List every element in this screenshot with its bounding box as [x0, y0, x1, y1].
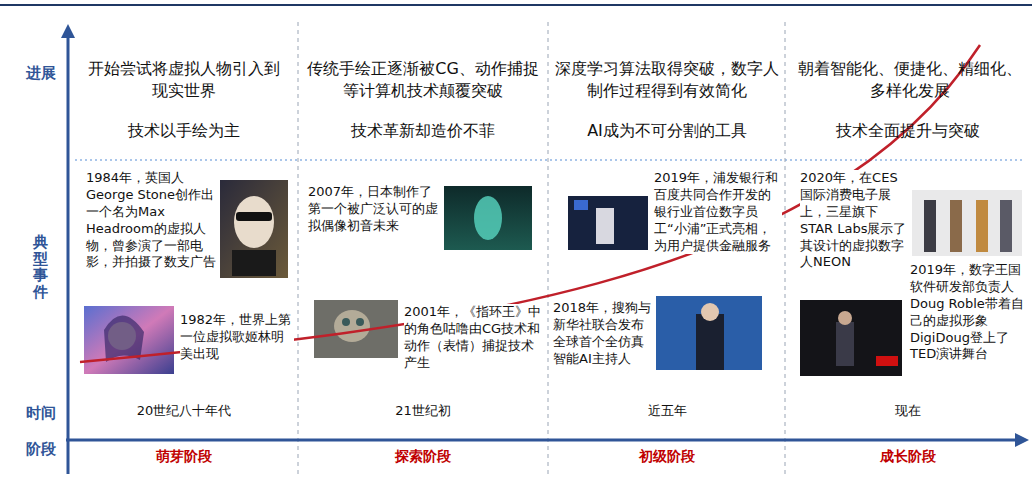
photo: [696, 314, 724, 370]
column-separator: [298, 22, 299, 476]
period-label: 现在: [789, 402, 1027, 420]
axis-label: 时间: [26, 404, 56, 423]
photo: [836, 322, 854, 366]
x-axis: [66, 439, 1016, 442]
period-label: 近五年: [550, 402, 784, 420]
stage-subheading: 技术革新却造价不菲: [300, 120, 546, 142]
timeline-stage-band: 朝着智能化、便捷化、精细化、多样化发展技术全面提升与突破 2020年，在CES国际…: [785, 0, 1032, 479]
stage-name: 成长阶段: [789, 447, 1027, 466]
photo: [912, 190, 1022, 256]
photo: [232, 250, 276, 276]
axis-label: 进展: [26, 64, 56, 83]
photo: [1000, 200, 1012, 252]
event-note: 2020年，在CES国际消费电子展上，三星旗下STAR Labs展示了其设计的虚…: [800, 170, 908, 271]
event-note: 2018年，搜狗与新华社联合发布全球首个全仿真智能AI主持人: [553, 300, 653, 368]
axis-arrowhead: [1015, 433, 1029, 447]
axis-arrowhead: [61, 24, 75, 38]
period-label: 20世纪八十年代: [72, 402, 296, 420]
photo: [342, 318, 350, 326]
stage-name: 初级阶段: [550, 447, 784, 466]
photo: [234, 196, 274, 248]
stage-heading: 传统手绘正逐渐被CG、动作捕捉等计算机技术颠覆突破: [302, 58, 544, 101]
stage-name: 探索阶段: [300, 447, 546, 466]
photo: [976, 200, 988, 252]
stage-heading: 深度学习算法取得突破，数字人制作过程得到有效简化: [552, 58, 782, 101]
y-axis: [67, 36, 70, 474]
period-label: 21世纪初: [300, 402, 546, 420]
photo: [314, 300, 398, 358]
axis-label: 阶段: [26, 440, 56, 459]
photo: [876, 356, 898, 366]
photo: [334, 310, 370, 342]
photo: [84, 306, 174, 374]
photo: [574, 200, 588, 210]
stage-subheading: AI成为不可分割的工具: [550, 120, 784, 142]
photo: [444, 186, 532, 250]
stage-heading: 朝着智能化、便捷化、精细化、多样化发展: [792, 58, 1028, 101]
event-note: 2001年，《指环王》中的角色咕噜由CG技术和动作（表情）捕捉技术产生: [404, 304, 544, 372]
column-separator: [785, 22, 786, 476]
photo: [596, 208, 614, 244]
photo: [474, 196, 502, 240]
photo: [656, 296, 762, 370]
photo: [314, 300, 398, 358]
photo: [800, 300, 902, 376]
photo: [701, 303, 719, 321]
stage-heading: 开始尝试将虚拟人物引入到现实世界: [82, 58, 286, 101]
photo: [924, 200, 936, 252]
event-note: 1982年，世界上第一位虚拟歌姬林明美出现: [180, 312, 294, 363]
divider-line: [75, 159, 1025, 161]
event-note: 1984年，英国人George Stone创作出一个名为Max Headroom…: [86, 170, 216, 271]
photo: [912, 190, 1022, 256]
column-separator: [548, 22, 549, 476]
photo: [220, 180, 288, 278]
photo: [444, 186, 532, 250]
top-rule: [0, 4, 1032, 6]
photo: [236, 212, 272, 221]
photo: [950, 200, 962, 252]
axis-label: 典型事件: [33, 234, 48, 300]
stage-name: 萌芽阶段: [72, 447, 296, 466]
timeline-stage-band: 开始尝试将虚拟人物引入到现实世界技术以手绘为主 1984年，英国人George S…: [70, 0, 298, 479]
photo: [356, 318, 364, 326]
photo: [838, 311, 852, 325]
photo: [568, 196, 648, 250]
photo: [220, 180, 288, 278]
event-note: 2019年，数字王国软件研发部负责人Doug Roble带着自己的虚拟形象Dig…: [910, 262, 1028, 363]
photo: [84, 306, 174, 374]
photo: [656, 296, 762, 370]
photo: [568, 196, 648, 250]
stage-subheading: 技术以手绘为主: [72, 120, 296, 142]
timeline-stage-band: 深度学习算法取得突破，数字人制作过程得到有效简化 AI成为不可分割的工具 2019年…: [548, 0, 785, 479]
stage-subheading: 技术全面提升与突破: [789, 120, 1027, 142]
event-note: 2019年，浦发银行和百度共同合作开发的银行业首位数字员工“小浦”正式亮相，为用…: [654, 170, 782, 254]
photo: [800, 300, 902, 376]
event-note: 2007年，日本制作了第一个被广泛认可的虚拟偶像初音未来: [308, 184, 440, 235]
photo: [104, 315, 144, 362]
timeline-stage-band: 传统手绘正逐渐被CG、动作捕捉等计算机技术颠覆突破技术革新却造价不菲 2007年，…: [298, 0, 548, 479]
